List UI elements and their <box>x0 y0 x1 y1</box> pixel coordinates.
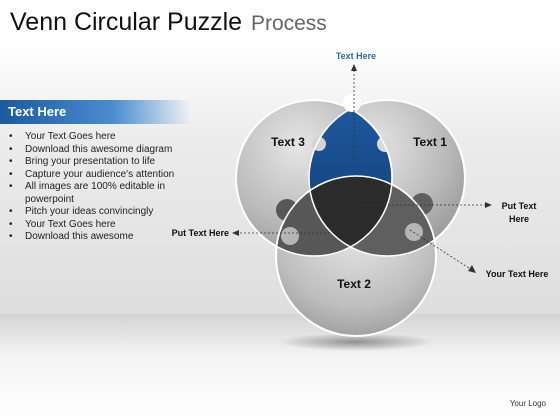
separator-c3 <box>235 99 393 257</box>
callout-line-bottom-right <box>409 229 473 271</box>
callout-right-line1: Put Text <box>502 201 537 211</box>
title-main: Venn Circular Puzzle <box>10 8 243 36</box>
circle-label-text1: Text 1 <box>413 135 447 149</box>
bullet-item: Your Text Goes here <box>8 219 178 232</box>
bullet-item: Capture your audience's attention <box>8 169 178 182</box>
title-sub: Process <box>250 12 327 35</box>
puzzle-knob-left-gray <box>276 199 298 221</box>
callout-right-line2: Here <box>509 214 529 224</box>
floor-reflection <box>0 314 560 420</box>
slide-title: Venn Circular Puzzle Process <box>10 4 327 39</box>
separator-c2 <box>275 175 437 337</box>
callout-bottom-right: Your Text Here <box>486 269 549 279</box>
logo-text: Your Logo <box>509 399 546 408</box>
callout-left: Put Text Here <box>172 228 229 238</box>
puzzle-knob-right-gray <box>411 193 433 215</box>
separator-c1 <box>308 99 466 257</box>
arrowhead-top <box>351 64 357 71</box>
arrowhead-bottom-right <box>468 265 476 273</box>
bullet-item: Your Text Goes here <box>8 131 178 144</box>
puzzle-knob-left-gray-low <box>281 227 299 245</box>
circle-label-text2: Text 2 <box>337 277 371 291</box>
bullet-list: Your Text Goes here Download this awesom… <box>8 131 178 244</box>
bullet-item: Download this awesome <box>8 231 178 244</box>
bullet-item: Pitch your ideas convincingly <box>8 206 178 219</box>
arrowhead-left <box>232 230 239 236</box>
arrowhead-right <box>485 202 492 208</box>
bullet-item: Download this awesome diagram <box>8 144 178 157</box>
circle-shadow <box>278 333 434 351</box>
puzzle-knob-right-gray-low <box>405 223 423 241</box>
circle-label-text3: Text 3 <box>271 135 305 149</box>
bullet-item: All images are 100% editable in powerpoi… <box>8 181 178 206</box>
panel-heading: Text Here <box>0 100 190 124</box>
callout-top: Text Here <box>336 51 376 61</box>
bullet-item: Bring your presentation to life <box>8 156 178 169</box>
lens-left-gray <box>276 176 392 256</box>
